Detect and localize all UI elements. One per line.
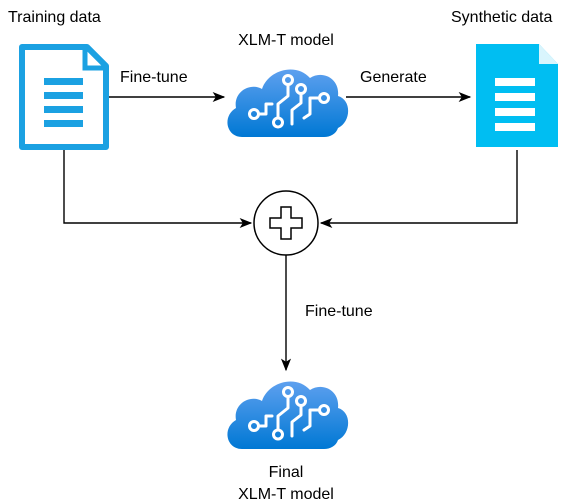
xlmt-model-cloud-icon	[227, 69, 349, 137]
final-model-label: XLM-T model	[238, 486, 334, 503]
final-xlmt-model-cloud-icon	[227, 381, 349, 449]
training-data-document-icon	[19, 44, 109, 150]
fine-tune-final-label: Fine-tune	[305, 303, 373, 320]
training-data-label: Training data	[8, 9, 101, 26]
training-to-combine-arrow	[63, 150, 253, 229]
xlmt-model-label: XLM-T model	[238, 32, 334, 49]
generate-label: Generate	[360, 69, 427, 86]
synthetic-data-document-icon	[476, 44, 558, 147]
final-label: Final	[269, 464, 304, 481]
synthetic-to-combine-arrow	[319, 150, 518, 229]
synthetic-data-label: Synthetic data	[451, 9, 553, 26]
fine-tune-label: Fine-tune	[120, 69, 188, 86]
combine-plus-icon	[253, 190, 319, 256]
